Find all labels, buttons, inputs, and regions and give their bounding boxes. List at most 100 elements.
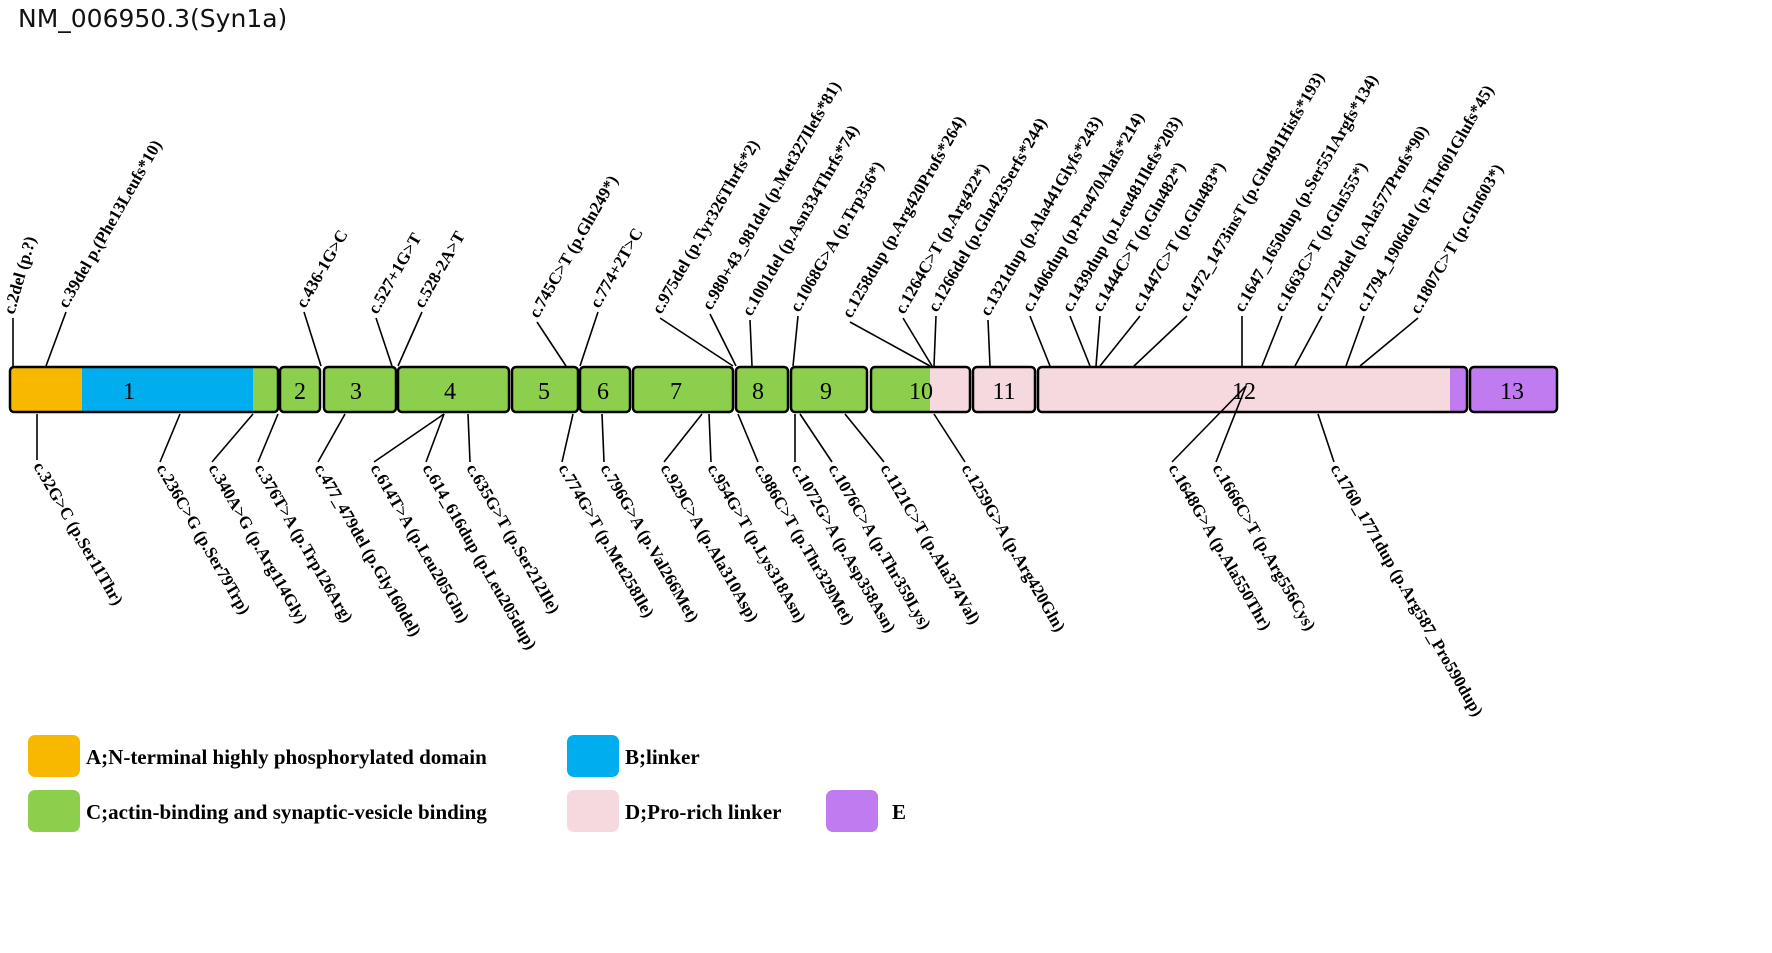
exon-number: 1	[123, 379, 135, 405]
legend-item-a: A;N-terminal highly phosphorylated domai…	[28, 735, 487, 777]
exon-6-domain-c	[580, 367, 630, 412]
leader-line	[373, 413, 445, 463]
exon-1-domain-a	[10, 367, 82, 412]
leader-line	[561, 413, 574, 463]
leader-line	[397, 311, 423, 367]
exon-12: 12	[1036, 365, 1469, 414]
variant-below: c.1760_1771dup (p.Arg587_Pro590dup)	[1317, 413, 1487, 720]
leader-line	[467, 413, 471, 463]
exon-4: 4	[396, 365, 511, 414]
variant-label: c.236C>G (p.Ser79Trp)	[153, 461, 255, 618]
leader-line	[933, 413, 966, 463]
variant-label: c.39del p.(Phe13Leufs*10)	[54, 137, 166, 311]
exon-11-outline	[971, 365, 1037, 414]
leader-line	[536, 321, 567, 367]
leader-line	[1345, 315, 1365, 367]
exon-8: 8	[734, 365, 790, 414]
exon-7: 7	[631, 365, 735, 414]
exon-6-outline	[578, 365, 632, 414]
exon-3: 3	[322, 365, 398, 414]
exon-4-outline	[396, 365, 511, 414]
exon-7-domain-c	[633, 367, 733, 412]
leader-line	[1261, 315, 1283, 367]
exon-10-outline	[869, 365, 972, 414]
leader-line	[1133, 315, 1188, 367]
legend-label: C;actin-binding and synaptic-vesicle bin…	[86, 800, 487, 824]
leader-line	[1317, 413, 1335, 463]
legend-item-b: B;linker	[567, 735, 700, 777]
exon-number: 8	[752, 379, 764, 405]
exon-2-outline	[278, 365, 322, 414]
exon-1-domain-b	[82, 367, 253, 412]
exon-number: 2	[294, 379, 306, 405]
legend-swatch	[567, 735, 619, 777]
variants-below-track: c.32G>C (p.Ser11Thr) c.236C>G (p.Ser79Trp…	[30, 385, 1487, 720]
leader-line	[317, 413, 346, 463]
exon-number: 10	[909, 379, 933, 405]
exon-6: 6	[578, 365, 632, 414]
exon-13: 13	[1468, 365, 1559, 414]
variant-label: c.477_479del (p.Gly160del)	[311, 461, 425, 640]
exon-2: 2	[278, 365, 322, 414]
exon-13-outline	[1468, 365, 1559, 414]
leader-line	[1029, 315, 1051, 367]
legend-swatch	[28, 735, 80, 777]
exon-track: 12345678910111213	[8, 365, 1559, 414]
exon-7-outline	[631, 365, 735, 414]
leader-line	[1359, 317, 1419, 367]
leader-line	[211, 413, 254, 463]
legend-label: E	[892, 800, 906, 824]
leader-line	[1069, 315, 1091, 367]
variant-above: c.1321dup (p.Ala441Glyfs*243)	[976, 113, 1106, 367]
leader-line	[933, 315, 937, 367]
leader-line	[737, 413, 759, 463]
leader-line	[709, 313, 737, 367]
variant-label: c.32G>C (p.Ser11Thr)	[30, 459, 128, 609]
legend-label: D;Pro-rich linker	[625, 800, 782, 824]
legend-swatch	[28, 790, 80, 832]
legend-swatch	[567, 790, 619, 832]
figure-title: NM_006950.3(Syn1a)	[18, 4, 288, 33]
variant-below: c.1666C>T (p.Arg556Cys)	[1209, 385, 1320, 634]
exon-9: 9	[789, 365, 869, 414]
exon-12-outline	[1036, 365, 1469, 414]
variant-below: c.635G>T (p.Ser212Ile)	[463, 413, 564, 617]
exon-1: 1	[8, 365, 280, 414]
exon-12-domain-e	[1450, 367, 1467, 412]
exon-11-domain-d	[973, 367, 1035, 412]
leader-line	[601, 413, 605, 463]
exon-9-outline	[789, 365, 869, 414]
exon-number: 4	[444, 379, 456, 405]
leader-line	[663, 413, 703, 463]
leader-line	[749, 319, 753, 367]
leader-line	[375, 317, 393, 367]
variant-above: c.980+43_981del (p.Met327Ilefs*81)	[698, 78, 845, 367]
exon-4-domain-c	[398, 367, 509, 412]
legend-item-d: D;Pro-rich linker	[567, 790, 782, 832]
legend-label: B;linker	[625, 745, 700, 769]
leader-line	[792, 315, 799, 367]
variant-label: c.436-1G>C	[292, 226, 352, 311]
exon-1-domain-c	[253, 367, 278, 412]
leader-line	[45, 311, 67, 367]
variant-below: c.1648G>A (p.Ala550Thr)	[1165, 385, 1275, 633]
leader-line	[257, 413, 279, 463]
exon-number: 7	[670, 379, 682, 405]
exon-13-domain-e	[1470, 367, 1557, 412]
exon-5-outline	[510, 365, 580, 414]
leader-line	[1171, 385, 1247, 463]
variant-below: c.32G>C (p.Ser11Thr)	[30, 414, 128, 609]
exon-8-outline	[734, 365, 790, 414]
leader-line	[159, 413, 181, 463]
exon-2-domain-c	[280, 367, 320, 412]
leader-line	[708, 413, 712, 463]
variant-above: c.39del p.(Phe13Leufs*10)	[45, 137, 166, 367]
variant-above: c.2del (p.?)	[0, 234, 40, 366]
variant-above: c.774+2T>C	[579, 225, 647, 367]
leader-line	[425, 413, 445, 463]
variant-above: c.436-1G>C	[292, 226, 352, 367]
leader-line	[1215, 385, 1247, 463]
exon-number: 9	[820, 379, 832, 405]
